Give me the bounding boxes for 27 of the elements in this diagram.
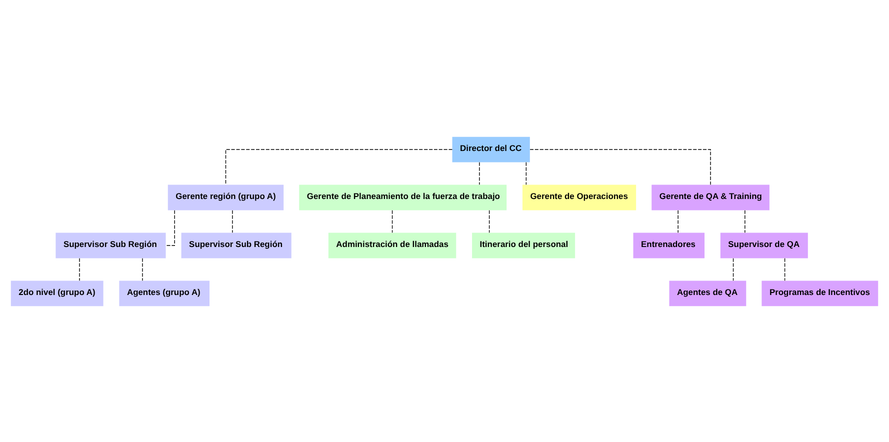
node-box: Programas de Incentivos [762,280,878,306]
node-box: Gerente de Planeamiento de la fuerza de trabajo [299,184,507,210]
node-box: Supervisor Sub Región [56,232,166,258]
connector [530,148,711,184]
node-box: Agentes de QA [669,280,746,306]
node-box: Supervisor de QA [720,232,808,258]
node-box: Agentes (grupo A) [119,280,210,306]
node-box: Itinerario del personal [472,232,576,258]
node-box: Entrenadores [633,232,705,258]
connector [392,210,393,232]
connector [142,258,143,280]
connector [479,162,480,184]
connector [225,148,453,184]
connector [526,162,527,184]
node-box: Gerente de Operaciones [522,184,636,210]
node-box: Gerente de QA & Training [652,184,770,210]
node-box: 2do nivel (grupo A) [10,280,104,306]
connector [784,258,786,280]
node-box: Administración de llamadas [328,232,456,258]
node-box: Supervisor Sub Región [181,232,292,258]
connector [79,258,80,280]
connector [488,210,490,232]
node-box: Gerente región (grupo A) [168,184,284,210]
connector [744,210,746,232]
connector [732,258,734,280]
node-box: Director del CC [452,136,530,162]
connector [232,210,233,232]
